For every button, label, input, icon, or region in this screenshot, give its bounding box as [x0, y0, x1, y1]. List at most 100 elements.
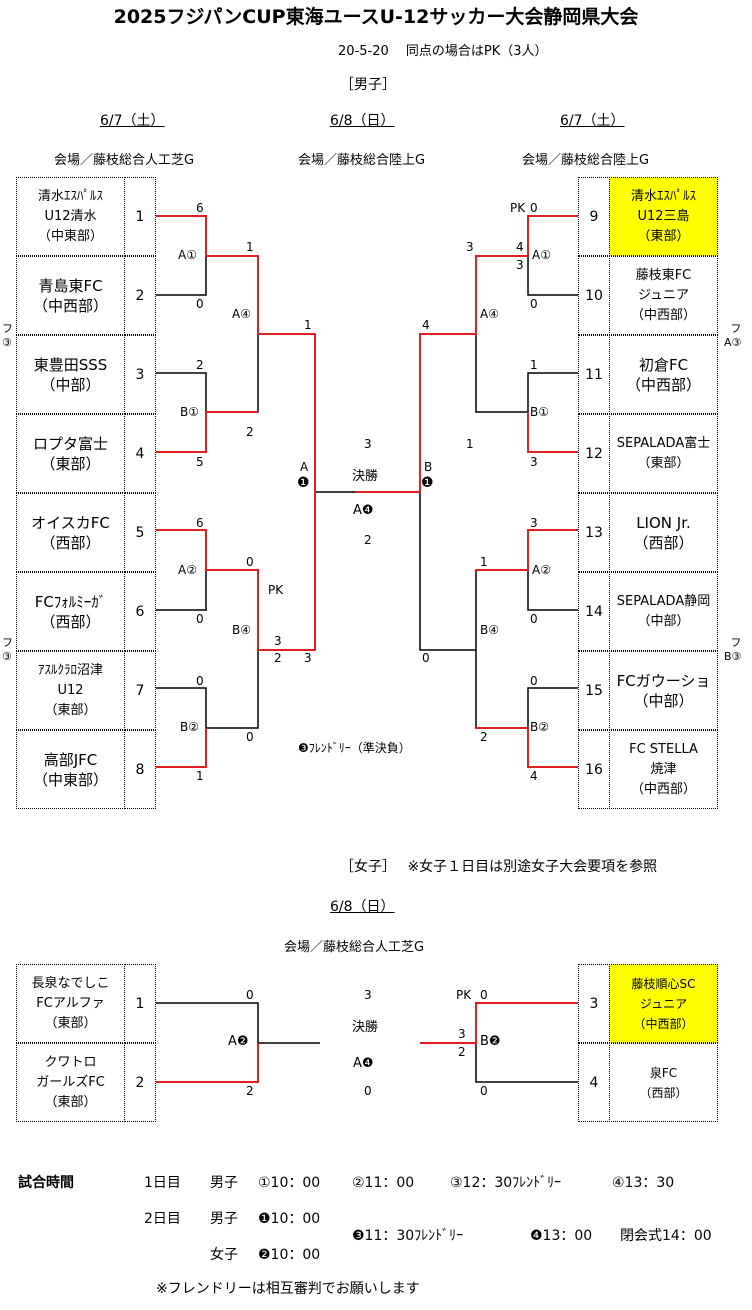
boys-section-label: ［男子］ — [340, 77, 396, 93]
pk-label: PK — [510, 201, 526, 215]
girls-left-team-name: 長泉なでしこ FCアルファ （東部） — [16, 964, 125, 1043]
boys-left-team-name: 東豊田SSS （中部） — [16, 335, 125, 414]
semi-number: ❶ — [421, 475, 434, 491]
boys-right-team-name: SEPALADA静岡 （中部） — [609, 572, 718, 651]
girls-final-code: A❹ — [353, 1056, 374, 1071]
score: 4 — [516, 240, 524, 254]
final-score-top: 3 — [364, 437, 372, 451]
boys-left-team-number: 6 — [124, 572, 156, 651]
score: 3 — [516, 258, 524, 272]
match-label: B② — [530, 720, 549, 734]
schedule-item: ②11：00 — [352, 1175, 415, 1191]
side-note-right-1: フ A③ — [724, 322, 742, 349]
match-label: B — [424, 460, 433, 474]
date-note: 20-5-20 同点の場合はPK（3人） — [338, 44, 548, 59]
final-score-bottom: 2 — [364, 533, 372, 547]
boys-right-team-number: 15 — [578, 651, 610, 730]
score: 3 — [304, 651, 312, 665]
score: 0 — [480, 1084, 488, 1098]
score: 3 — [466, 240, 474, 254]
girls-left-team-number: 1 — [124, 964, 156, 1043]
score: 4 — [530, 769, 538, 783]
girls-final-top: 3 — [364, 988, 372, 1002]
boys-right-team-number: 10 — [578, 256, 610, 335]
venue-center: 会場／藤枝総合陸上G — [298, 153, 426, 168]
boys-left-team-name: ロプタ富士 （東部） — [16, 414, 125, 493]
match-label: A④ — [480, 307, 499, 321]
score: 2 — [246, 425, 254, 439]
match-label: A① — [532, 248, 551, 262]
score: 3 — [530, 455, 538, 469]
schedule-boys-2: 男子 — [210, 1211, 238, 1227]
match-label: B② — [180, 720, 199, 734]
schedule-item: ①10：00 — [258, 1175, 321, 1191]
match-label: A② — [532, 563, 551, 577]
girls-right-team-name: 泉FC （西部） — [609, 1043, 718, 1122]
girls-right-team-name: 藤枝順心SC ジュニア （中西部） — [609, 964, 718, 1043]
score: 1 — [304, 318, 312, 332]
friendly-note: ❸ﾌﾚﾝﾄﾞﾘｰ（準決負） — [298, 741, 411, 755]
schedule-label: 試合時間 — [18, 1175, 74, 1191]
boys-left-team-number: 8 — [124, 730, 156, 809]
final-label: 決勝 — [352, 469, 379, 484]
match-label: A① — [178, 248, 197, 262]
semi-number: ❶ — [297, 475, 310, 491]
day-center: 6/8（日） — [330, 113, 395, 129]
match-label: B① — [530, 405, 549, 419]
boys-right-team-name: 初倉FC （中西部） — [609, 335, 718, 414]
boys-left-team-number: 1 — [124, 177, 156, 256]
schedule-day1: 1日目 — [144, 1175, 181, 1191]
boys-left-team-name: ｱｽﾙｸﾗﾛ沼津 U12 （東部） — [16, 651, 125, 730]
boys-right-team-number: 14 — [578, 572, 610, 651]
girls-venue: 会場／藤枝総合人工芝G — [284, 940, 425, 955]
boys-left-team-number: 3 — [124, 335, 156, 414]
score: 0 — [530, 297, 538, 311]
boys-right-team-name: FCガウーショ （中部） — [609, 651, 718, 730]
score: 3 — [530, 516, 538, 530]
girls-section-label: ［女子］ ※女子１日目は別途女子大会要項を参照 — [340, 859, 658, 875]
girls-left-team-name: クワトロ ガールズFC （東部） — [16, 1043, 125, 1122]
score: 6 — [196, 516, 204, 530]
schedule-item: ③12：30ﾌﾚﾝﾄﾞﾘｰ — [450, 1175, 562, 1191]
score: 0 — [530, 674, 538, 688]
score: 1 — [530, 358, 538, 372]
schedule-item: ❸11：30ﾌﾚﾝﾄﾞﾘｰ — [352, 1228, 464, 1244]
score: 0 — [246, 555, 254, 569]
score: 2 — [246, 1084, 254, 1098]
pk-label: PK — [268, 583, 284, 597]
girls-right-team-number: 4 — [578, 1043, 610, 1122]
score: 1 — [246, 240, 254, 254]
score: 0 — [422, 651, 430, 665]
score: 3 — [274, 634, 282, 648]
score: 4 — [422, 318, 430, 332]
day-right: 6/7（土） — [560, 113, 625, 129]
score: 1 — [466, 437, 474, 451]
match-label: B① — [180, 405, 199, 419]
boys-left-team-name: 青島東FC （中西部） — [16, 256, 125, 335]
boys-right-team-name: 清水ｴｽﾊﾟﾙｽ U12三島 （東部） — [609, 177, 718, 256]
schedule-item: ❶10：00 — [258, 1211, 321, 1227]
score: 2 — [458, 1045, 466, 1059]
schedule-item: 閉会式14：00 — [620, 1228, 712, 1244]
schedule-day2: 2日目 — [144, 1211, 181, 1227]
venue-right: 会場／藤枝総合陸上G — [522, 153, 650, 168]
score: 0 — [246, 988, 254, 1002]
match-label: B④ — [480, 623, 499, 637]
score: 2 — [480, 730, 488, 744]
day-left: 6/7（土） — [100, 113, 165, 129]
match-label: A④ — [232, 307, 251, 321]
girls-final-bottom: 0 — [364, 1084, 372, 1098]
score: 0 — [530, 201, 538, 215]
score: 0 — [246, 730, 254, 744]
boys-right-team-number: 11 — [578, 335, 610, 414]
side-note-left-1: フ ③ — [2, 322, 13, 349]
boys-left-team-number: 2 — [124, 256, 156, 335]
schedule-item: ④13：30 — [612, 1175, 675, 1191]
schedule-boys-1: 男子 — [210, 1175, 238, 1191]
score: 1 — [480, 555, 488, 569]
score: 0 — [196, 297, 204, 311]
boys-left-team-name: 清水ｴｽﾊﾟﾙｽ U12清水 （中東部） — [16, 177, 125, 256]
boys-right-team-name: SEPALADA富士 （東部） — [609, 414, 718, 493]
boys-right-team-name: LION Jr. （西部） — [609, 493, 718, 572]
match-label: A — [300, 460, 309, 474]
